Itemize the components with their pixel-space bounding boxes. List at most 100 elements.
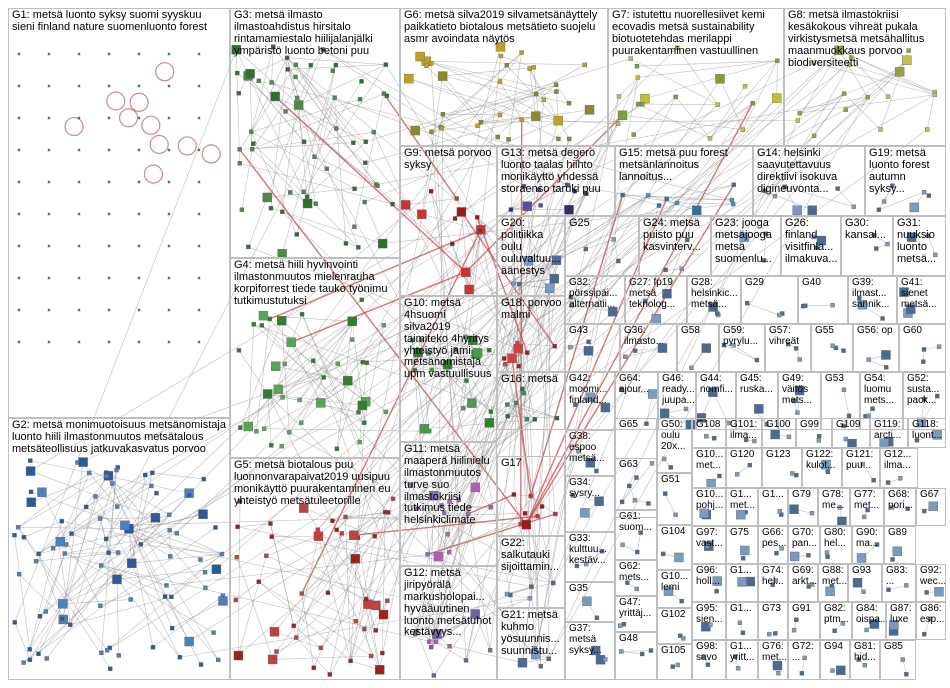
graph-node: [404, 73, 414, 84]
graph-node: [736, 509, 746, 520]
graph-node: [830, 302, 835, 308]
group-cell-g80: G80: hel...: [820, 526, 852, 564]
graph-node: [291, 623, 296, 629]
graph-node: [197, 212, 201, 216]
graph-node: [218, 596, 228, 606]
graph-node: [107, 666, 113, 671]
graph-node: [77, 340, 81, 344]
group-cell-g10: G10: metsä 4hsuomi silva2019 taimiteko 4…: [400, 296, 497, 442]
graph-edge: [101, 565, 172, 598]
group-label: G35: [569, 583, 588, 594]
group-label: G82: ptm...: [824, 603, 850, 625]
graph-edge: [298, 105, 308, 204]
graph-node: [865, 94, 870, 100]
graph-edge: [618, 77, 639, 97]
graph-edge: [30, 104, 643, 472]
graph-edge: [426, 60, 557, 92]
graph-edge: [382, 512, 386, 654]
group-cell-g117: G1... met...: [726, 488, 758, 526]
graph-node: [811, 133, 817, 138]
group-label: G64: ajour...: [619, 373, 650, 395]
group-cell-g14: G14: helsinki saavutettavuus direktiivi …: [753, 146, 865, 216]
group-cell-g54: G54: luomu mets...: [860, 372, 903, 430]
group-label: G105: [661, 645, 686, 656]
graph-node: [866, 357, 871, 362]
group-label: G15: metsä puu forest metsänlannoitus la…: [619, 147, 728, 183]
graph-edge: [30, 491, 125, 526]
graph-node: [239, 207, 245, 212]
graph-node: [701, 347, 707, 353]
graph-node: [846, 413, 852, 418]
graph-edge: [709, 60, 778, 139]
group-label: G10... met...: [696, 449, 724, 471]
graph-edge: [621, 389, 653, 395]
graph-edge: [523, 393, 532, 587]
graph-node: [487, 348, 492, 353]
group-cell-g20: G20: politiikka oulu ouluvaltuu... äänes…: [497, 216, 565, 296]
graph-edge: [329, 114, 444, 675]
graph-node: [167, 276, 171, 280]
graph-node: [764, 422, 769, 427]
group-cell-g22: G22: salkutauki sijoittamin...: [497, 536, 565, 608]
graph-node: [417, 209, 427, 219]
graph-node: [184, 636, 194, 647]
graph-node: [343, 376, 353, 386]
graph-node: [793, 346, 799, 351]
group-cell-g99: G99: [796, 418, 832, 448]
graph-node: [506, 137, 511, 142]
graph-node: [299, 503, 309, 513]
group-cell-g60: G60: [899, 324, 946, 372]
graph-edge: [448, 96, 676, 553]
group-label: G36: ilmasto...: [624, 325, 665, 347]
graph-node: [770, 582, 775, 587]
group-label: G39: ilmast... sannik...: [852, 277, 890, 310]
graph-node: [837, 505, 843, 510]
graph-node: [890, 557, 895, 562]
graph-edge: [17, 475, 107, 528]
graph-node: [110, 481, 115, 486]
graph-edge: [513, 494, 526, 514]
graph-edge: [462, 380, 467, 409]
graph-node: [841, 387, 847, 392]
graph-node: [334, 126, 339, 131]
graph-node: [269, 443, 274, 448]
graph-edge: [548, 120, 799, 659]
group-cell-g29: G29: [741, 276, 798, 324]
graph-node: [566, 100, 572, 106]
group-cell-g109: G109: [832, 418, 870, 448]
graph-edge: [270, 57, 288, 209]
group-cell-g77: G77: met...: [850, 488, 884, 526]
graph-node: [675, 662, 681, 668]
graph-node: [127, 558, 137, 568]
graph-node: [674, 200, 680, 206]
graph-node: [632, 348, 638, 353]
group-cell-g38: G38: espoo metsä...: [565, 430, 615, 476]
graph-node: [797, 357, 802, 362]
graph-node: [889, 505, 895, 510]
graph-node: [270, 44, 276, 49]
graph-edge: [238, 350, 268, 395]
graph-node: [107, 244, 111, 248]
graph-edge: [465, 260, 557, 661]
graph-node: [775, 58, 780, 63]
graph-node: [349, 530, 359, 540]
graph-node: [237, 147, 242, 152]
graph-node: [663, 267, 668, 273]
graph-node: [371, 600, 381, 611]
group-cell-g72: G72: ...: [788, 640, 820, 680]
graph-node: [554, 415, 560, 421]
graph-node: [450, 241, 455, 246]
graph-node: [631, 132, 636, 137]
graph-edge: [295, 76, 378, 186]
graph-node: [294, 95, 300, 101]
group-label: G10: metsä 4hsuomi silva2019 taimiteko 4…: [404, 297, 492, 381]
group-cell-g114: G1...: [726, 602, 758, 640]
group-cell-g57: G57: vihreät: [765, 324, 811, 372]
graph-node: [98, 603, 103, 609]
graph-edge: [274, 535, 355, 633]
graph-node: [594, 468, 599, 474]
graph-node: [197, 84, 201, 88]
graph-node: [585, 392, 596, 402]
graph-edge: [430, 524, 527, 648]
graph-node: [154, 490, 159, 496]
